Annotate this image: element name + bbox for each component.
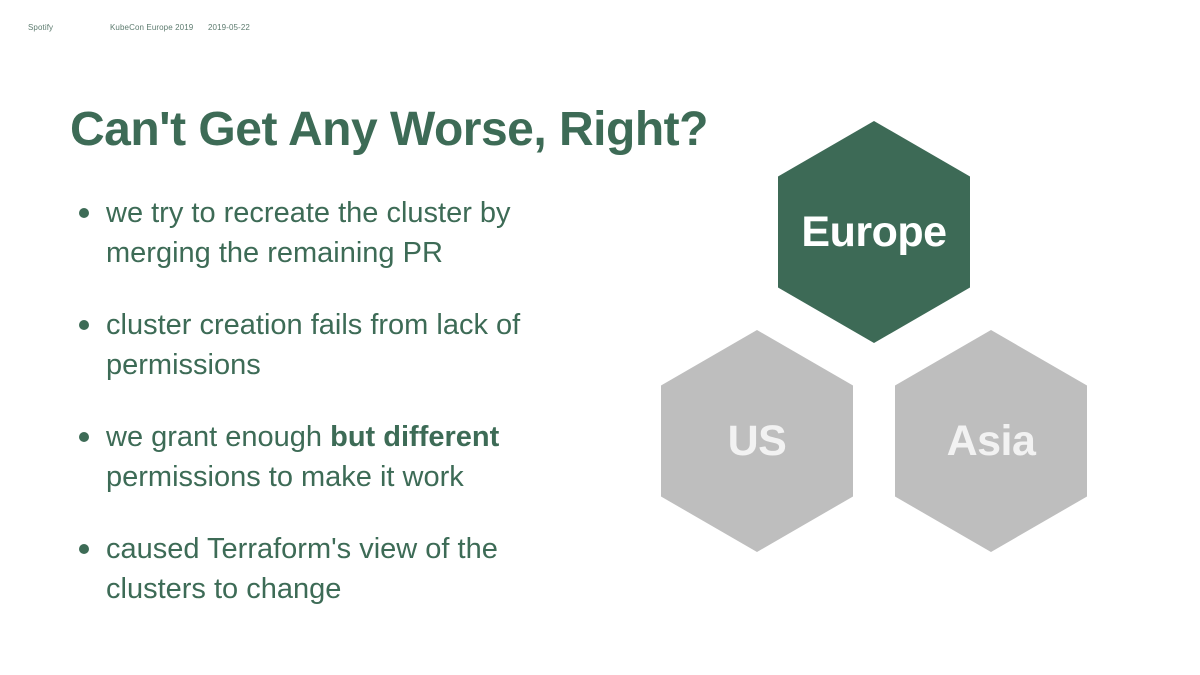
event-label: KubeCon Europe 2019 [110, 23, 194, 32]
bullet-text-post: permissions to make it work [106, 461, 464, 493]
bullet-list: we try to recreate the cluster by mergin… [70, 193, 546, 641]
bullet-item: cluster creation fails from lack of perm… [70, 305, 546, 385]
hexagon-asia: Asia [895, 330, 1087, 552]
bullet-dot-icon [79, 432, 89, 442]
bullet-text-bold: but different [330, 421, 500, 453]
bullet-text: caused Terraform's view of the clusters … [106, 533, 498, 605]
hexagon-europe-label: Europe [801, 207, 947, 256]
bullet-text: we try to recreate the cluster by mergin… [106, 197, 511, 269]
bullet-text-pre: we try to recreate the cluster by mergin… [106, 197, 511, 269]
bullet-text: we grant enough but different permission… [106, 421, 499, 493]
hexagon-europe: Europe [778, 121, 970, 343]
bullet-text: cluster creation fails from lack of perm… [106, 309, 520, 381]
bullet-dot-icon [79, 544, 89, 554]
bullet-item: we grant enough but different permission… [70, 417, 546, 497]
bullet-dot-icon [79, 320, 89, 330]
bullet-item: we try to recreate the cluster by mergin… [70, 193, 546, 273]
bullet-text-pre: cluster creation fails from lack of perm… [106, 309, 521, 381]
brand-label: Spotify [28, 23, 54, 32]
hexagon-us-label: US [727, 416, 787, 465]
hexagon-us: US [661, 330, 853, 552]
bullet-text-pre: we grant enough [106, 421, 331, 453]
slide-title: Can't Get Any Worse, Right? [70, 103, 708, 156]
bullet-text-pre: caused Terraform's view of the clusters … [106, 533, 498, 605]
bullet-dot-icon [79, 208, 89, 218]
date-label: 2019-05-22 [208, 23, 250, 32]
bullet-item: caused Terraform's view of the clusters … [70, 529, 546, 609]
hexagon-asia-label: Asia [946, 416, 1036, 465]
